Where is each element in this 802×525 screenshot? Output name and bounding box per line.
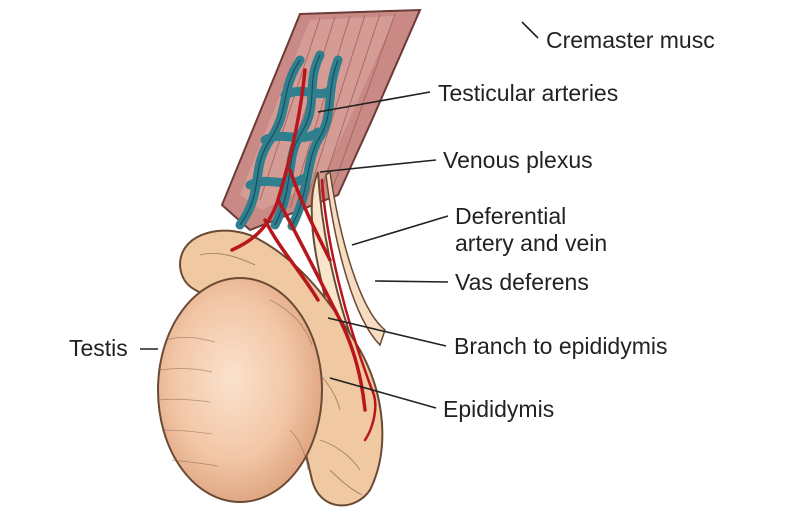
label-cremaster-muscle: Cremaster musc [546,27,715,53]
label-venous-plexus: Venous plexus [443,147,593,173]
label-vas-deferens: Vas deferens [455,269,589,295]
label-branch-to-epididymis: Branch to epididymis [454,333,668,359]
deferential-artery-drawing [320,178,377,442]
label-testicular-arteries: Testicular arteries [438,80,618,106]
leader-lines [140,21,539,409]
watermark-text: 搜狐号@北京泰悦医疗 [8,7,158,25]
label-deferential-line2: artery and vein [455,230,607,256]
label-epididymis: Epididymis [443,396,554,422]
testis-drawing [157,277,323,503]
label-testis: Testis [69,335,128,361]
testicular-artery-drawing [230,68,367,412]
label-deferential-line1: Deferential [455,203,566,229]
